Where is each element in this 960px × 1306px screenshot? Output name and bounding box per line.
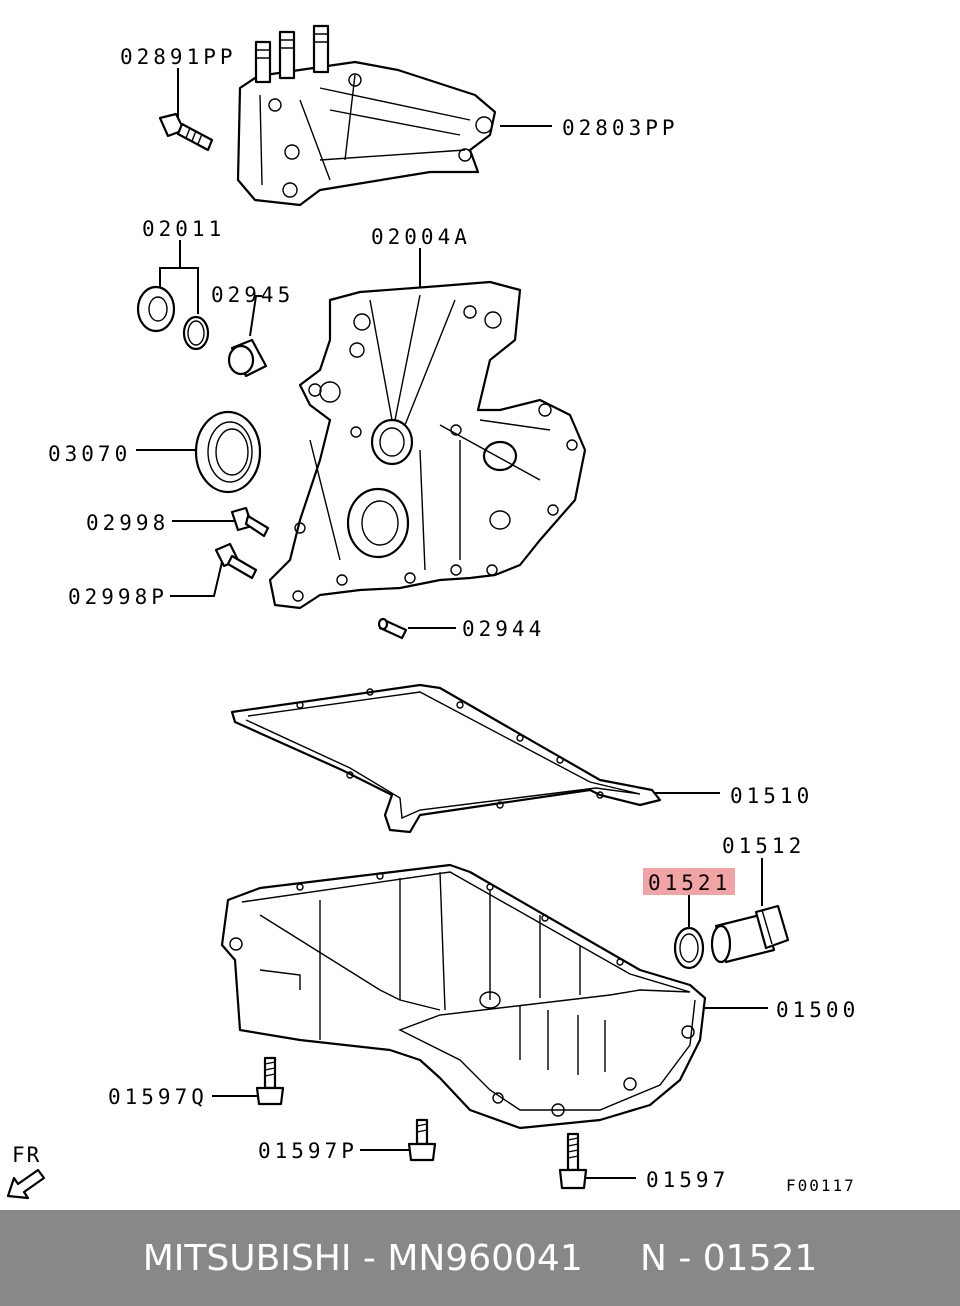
label-02004a: 02004A <box>371 225 471 249</box>
bolt-01597q <box>255 1056 285 1106</box>
label-01597q: 01597Q <box>108 1085 208 1109</box>
label-01597p: 01597P <box>258 1139 358 1163</box>
label-02998: 02998 <box>86 511 169 535</box>
parts-diagram: 02891PP 02803PP 02011 02945 02004A 03070… <box>6 24 859 1200</box>
figure-code: F00117 <box>786 1176 856 1195</box>
label-01500: 01500 <box>776 998 859 1022</box>
label-01521: 01521 <box>648 871 731 895</box>
oil-pan-01500 <box>220 863 707 1130</box>
label-01510: 01510 <box>730 784 813 808</box>
part-number-caption: MITSUBISHI - MN960041 N - 01521 <box>142 1237 818 1279</box>
highlight-box <box>643 868 735 895</box>
label-01512: 01512 <box>722 834 805 858</box>
label-03070: 03070 <box>48 442 131 466</box>
leader-lines <box>136 68 768 1179</box>
label-02944: 02944 <box>462 617 545 641</box>
drain-plug-gasket-01521 <box>673 926 705 970</box>
oil-pan-gasket-01510 <box>230 683 662 834</box>
bolt-01597p <box>407 1118 437 1162</box>
seal-02011 <box>136 285 210 351</box>
engine-mount-bracket <box>236 24 497 207</box>
label-02998p: 02998P <box>68 585 168 609</box>
bushing-02945 <box>227 338 268 378</box>
bolt-02998p <box>214 542 258 580</box>
drain-plug-01512 <box>710 904 790 964</box>
front-case-02004a <box>268 280 587 610</box>
front-direction-label: FR <box>12 1143 41 1167</box>
label-02945: 02945 <box>211 283 294 307</box>
bolt-02891pp <box>158 112 214 152</box>
footer-bar: MITSUBISHI - MN960041 N - 01521 <box>0 1210 960 1306</box>
oil-seal-03070 <box>194 410 262 494</box>
label-02891pp: 02891PP <box>120 45 237 69</box>
front-direction-arrow <box>6 1168 46 1200</box>
dowel-pin-02944 <box>377 617 408 640</box>
label-02803pp: 02803PP <box>562 116 679 140</box>
bolt-01597 <box>558 1132 588 1190</box>
label-01597: 01597 <box>646 1168 729 1192</box>
label-02011: 02011 <box>142 217 225 241</box>
bolt-02998 <box>230 506 270 538</box>
